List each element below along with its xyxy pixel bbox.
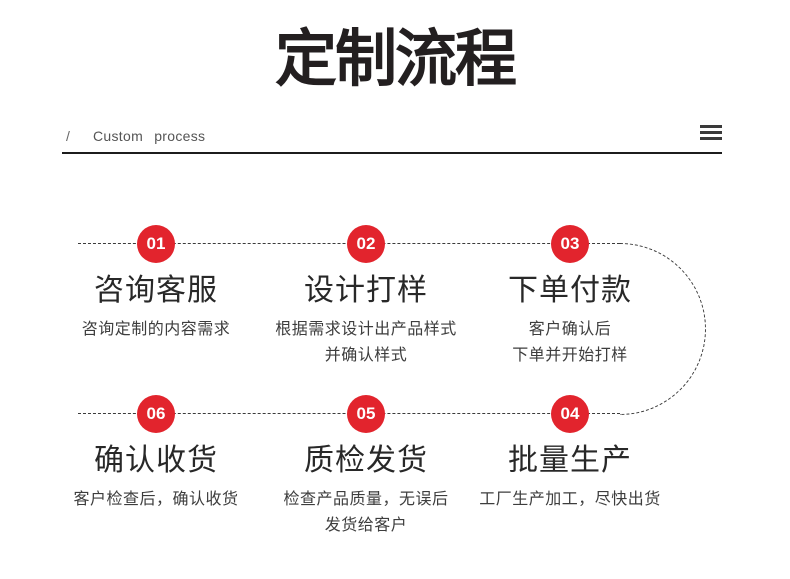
step-number-badge: 05 [347, 395, 385, 433]
step-desc-line: 并确认样式 [324, 347, 408, 364]
section-subheader: / Custom process [62, 122, 722, 154]
step-desc-line: 根据需求设计出产品样式 [275, 321, 457, 338]
menu-icon-bar [700, 131, 722, 134]
menu-icon-bar [700, 137, 722, 140]
subtitle-text: Custom process [93, 128, 206, 144]
menu-icon[interactable] [700, 125, 722, 140]
step-desc-line: 发货给客户 [324, 517, 408, 534]
step-02: 02 设计打样 根据需求设计出产品样式 并确认样式 [246, 225, 486, 369]
step-05: 05 质检发货 检查产品质量，无误后 发货给客户 [246, 395, 486, 539]
step-06: 06 确认收货 客户检查后，确认收货 [36, 395, 276, 513]
step-heading: 质检发货 [304, 444, 428, 477]
step-desc-line: 检查产品质量，无误后 [283, 491, 449, 508]
step-desc-line: 下单并开始打样 [512, 347, 628, 364]
step-heading: 咨询客服 [94, 274, 218, 307]
step-desc-line: 客户检查后，确认收货 [73, 491, 239, 508]
step-heading: 设计打样 [304, 274, 428, 307]
step-desc-line: 工厂生产加工，尽快出货 [479, 491, 661, 508]
title-part1: 定制 [274, 25, 397, 94]
step-04: 04 批量生产 工厂生产加工，尽快出货 [450, 395, 690, 513]
step-01: 01 咨询客服 咨询定制的内容需求 [36, 225, 276, 343]
step-desc-line: 客户确认后 [528, 321, 612, 338]
step-heading: 批量生产 [508, 444, 632, 477]
step-03: 03 下单付款 客户确认后 下单并开始打样 [450, 225, 690, 369]
page-title: 定制流程 [0, 22, 790, 98]
step-heading: 下单付款 [508, 274, 632, 307]
step-heading: 确认收货 [94, 444, 218, 477]
step-number-badge: 06 [137, 395, 175, 433]
step-number-badge: 04 [551, 395, 589, 433]
step-number-badge: 02 [347, 225, 385, 263]
step-number-badge: 01 [137, 225, 175, 263]
step-desc-line: 咨询定制的内容需求 [81, 321, 231, 338]
menu-icon-bar [700, 125, 722, 128]
step-number-badge: 03 [551, 225, 589, 263]
title-part2-underlined: 流程 [395, 22, 517, 98]
subtitle-slash: / [66, 128, 70, 144]
